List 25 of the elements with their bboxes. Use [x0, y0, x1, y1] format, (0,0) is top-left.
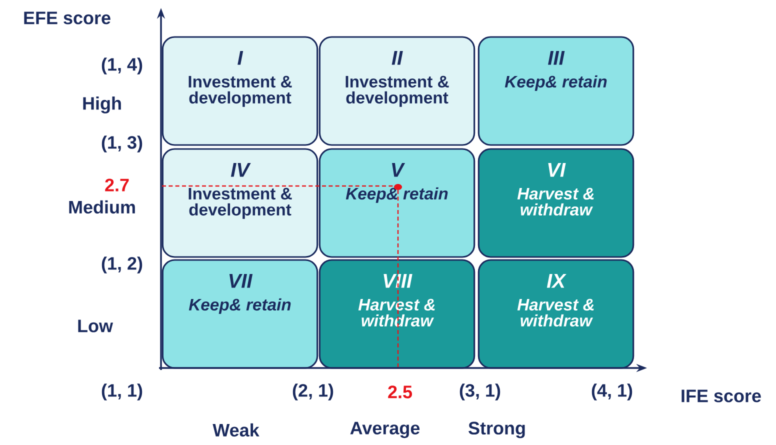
tick-label: (2, 1)	[292, 384, 334, 400]
value-label: 2.7	[105, 178, 129, 192]
tick-label: (1, 3)	[102, 136, 142, 152]
matrix-cell: VI Harvest & withdraw	[478, 148, 634, 258]
matrix-cell: III Keep& retain	[478, 36, 634, 146]
matrix-cell: IV Investment & development	[162, 148, 318, 258]
tick-label: (3, 1)	[460, 384, 500, 400]
value-label: 2.5	[388, 386, 412, 398]
level-label: Weak	[212, 423, 260, 437]
tick-label: (1, 1)	[102, 384, 142, 400]
tick-label: (1, 4)	[102, 58, 142, 74]
level-label: Average	[350, 422, 420, 438]
matrix-cell: I Investment & development	[162, 36, 318, 146]
axis-title: EFE score	[24, 12, 110, 24]
matrix-cell: II Investment & development	[318, 36, 476, 146]
level-label: Low	[78, 320, 114, 332]
tick-label: (1, 2)	[102, 256, 142, 274]
axis-title: IFE score	[682, 390, 761, 402]
level-label: Medium	[69, 200, 135, 214]
level-label: Strong	[468, 422, 525, 438]
matrix-cell: IX Harvest & withdraw	[478, 259, 634, 369]
matrix-cell: VIII Harvest & withdraw	[318, 259, 476, 369]
level-label: High	[83, 96, 121, 114]
matrix-cell: VII Keep& retain	[162, 259, 318, 369]
matrix-cell: V Keep& retain	[318, 148, 476, 258]
